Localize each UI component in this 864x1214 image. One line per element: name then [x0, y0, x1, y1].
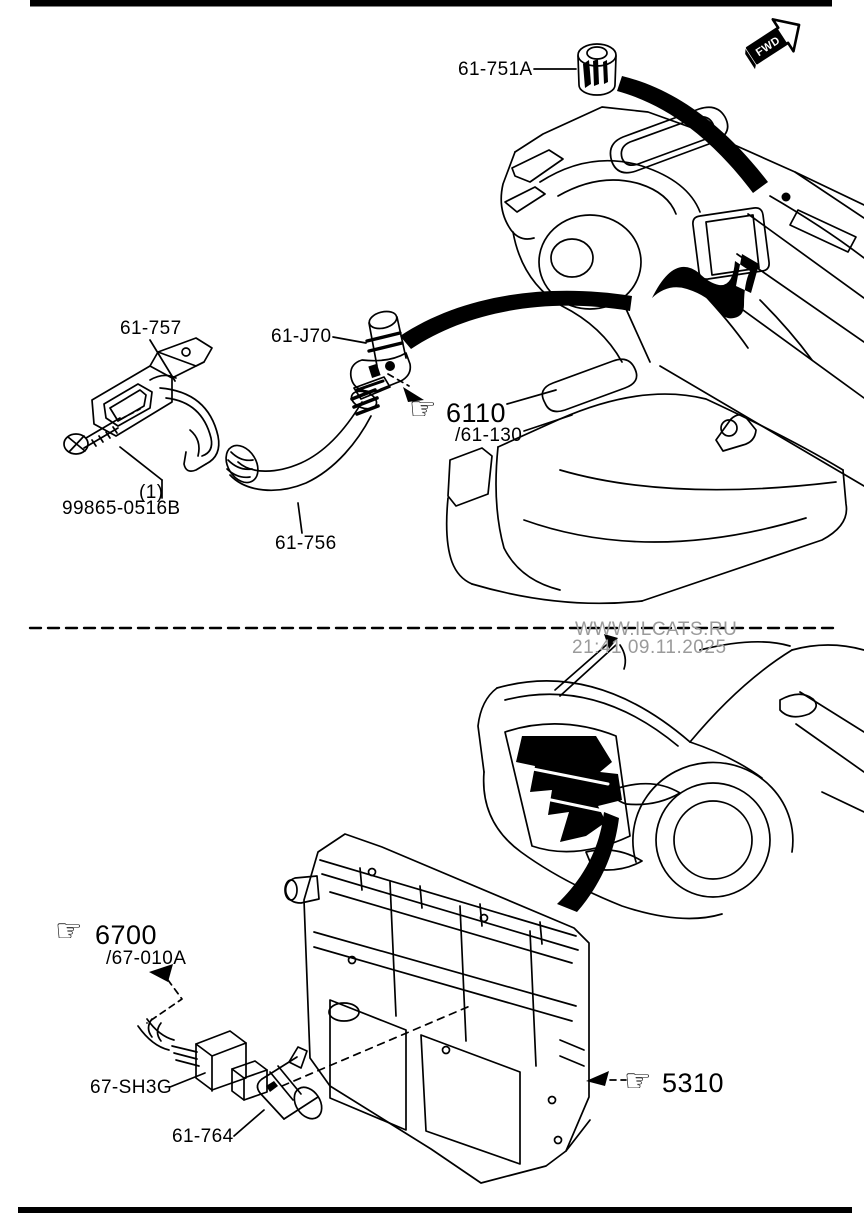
center-console-drawing — [445, 358, 848, 605]
divider-arrow-mark — [554, 634, 627, 697]
ref-6110-arrow — [387, 373, 424, 402]
ref-6700-arrow — [146, 964, 183, 1024]
part-qty-99865: (1) — [139, 482, 164, 503]
flow-arrow-top — [617, 76, 768, 193]
leader-lines-bottom — [169, 1072, 265, 1137]
part-67-sh3g-drawing — [137, 1018, 268, 1101]
part-label-61-764[interactable]: 61-764 — [172, 1126, 234, 1147]
part-label-61-756[interactable]: 61-756 — [275, 533, 337, 554]
ref-5310-arrow — [586, 1071, 627, 1086]
part-61-764-drawing — [256, 1046, 323, 1120]
part-label-61-j70[interactable]: 61-J70 — [271, 326, 332, 347]
ref-sublabel-67-010a[interactable]: /67-010A — [106, 948, 187, 969]
watermark-timestamp: 21:41 09.11.2025 — [572, 637, 727, 658]
hand-pointer-icon: ☞ — [55, 913, 83, 949]
part-label-67-sh3g[interactable]: 67-SH3G — [90, 1077, 173, 1098]
part-61-751a-drawing — [533, 43, 617, 96]
top-black-bar — [30, 0, 832, 7]
dashboard-drawing — [500, 106, 864, 487]
ref-label-6700[interactable]: 6700 — [95, 920, 158, 950]
bottom-black-bar — [18, 1207, 852, 1213]
fwd-direction-arrow: FWD — [745, 18, 801, 70]
hand-pointer-icon: ☞ — [624, 1063, 652, 1099]
part-61-757-drawing — [63, 337, 220, 472]
part-label-61-757[interactable]: 61-757 — [120, 318, 182, 339]
watermark-site: WWW.ILCATS.RU — [575, 619, 738, 640]
radiator-support-drawing — [281, 833, 591, 1184]
part-label-61-751a[interactable]: 61-751A — [458, 59, 533, 80]
flow-arrow-grille — [557, 812, 619, 912]
flow-arrow-dash — [400, 290, 632, 349]
ref-label-6110[interactable]: 6110 — [446, 398, 507, 428]
ref-label-5310[interactable]: 5310 — [662, 1068, 725, 1098]
harness-highlight — [652, 254, 759, 319]
leader-lines-top — [119, 336, 573, 534]
part-61-756-drawing — [225, 388, 380, 492]
hand-pointer-icon: ☞ — [409, 391, 437, 427]
car-front-drawing — [477, 640, 864, 920]
ref-sublabel-61-130[interactable]: /61-130 — [455, 425, 523, 446]
part-label-99865-0516b[interactable]: 99865-0516B — [62, 498, 181, 519]
part-61-j70-drawing — [349, 310, 412, 400]
